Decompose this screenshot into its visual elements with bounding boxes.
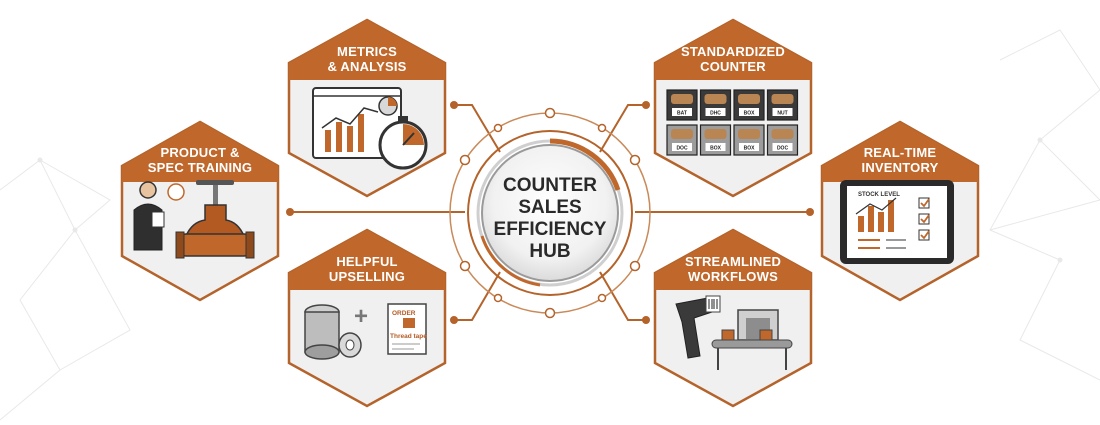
bin-parts [738, 94, 760, 104]
node-title-line: HELPFUL [336, 254, 398, 269]
bin-label-plate [772, 108, 793, 116]
node-title-standardized: STANDARDIZED COUNTER [663, 44, 803, 74]
node-title-line: PRODUCT & [160, 145, 240, 160]
hex-card-workflows [653, 228, 813, 408]
trainer-icon [133, 181, 185, 251]
bin-label: BOX [710, 146, 722, 152]
bin-parts [704, 129, 727, 139]
bin-label-plate [705, 108, 726, 116]
connector-dots [286, 101, 814, 324]
node-title-line: METRICS [337, 44, 397, 59]
conveyor-icon [711, 309, 793, 370]
bin-label: NUT [777, 111, 787, 117]
hub-title: COUNTER SALES EFFICIENCY HUB [480, 175, 620, 263]
order-header: ORDER [392, 310, 416, 317]
hex-card-upselling: + ORDER Thread tape [287, 228, 447, 408]
background-network [0, 29, 1100, 421]
bin-label-plate [672, 143, 692, 151]
bin-label: BOX [744, 146, 756, 152]
parts-bins-icon: BAT DHC BOX NUT DOC BOX BOX DOC [666, 89, 799, 156]
bin-label: BAT [677, 111, 687, 117]
node-title-line: & ANALYSIS [327, 59, 407, 74]
hub-ring-nodes [459, 107, 641, 319]
node-title-upselling: HELPFUL UPSELLING [307, 254, 427, 284]
hub-title-line: EFFICIENCY [493, 219, 607, 240]
node-title-line: UPSELLING [328, 269, 406, 284]
barcode-scanner-icon [675, 295, 721, 359]
tablet-icon: STOCK LEVEL [840, 180, 954, 264]
bin-parts [671, 129, 693, 139]
bin-parts [671, 94, 693, 104]
bin-label-plate [739, 108, 759, 116]
connector-lines [288, 104, 812, 321]
hex-card-inventory: STOCK LEVEL [820, 120, 980, 302]
bin-label: DHC [710, 111, 721, 117]
bin-label: DOC [676, 146, 688, 152]
node-title-line: SPEC TRAINING [147, 160, 253, 175]
node-title-training: PRODUCT & SPEC TRAINING [130, 145, 270, 175]
bin-label: BOX [744, 111, 756, 117]
bin-parts [704, 94, 727, 104]
tape-roll-icon [304, 304, 362, 360]
bin-label-plate [772, 143, 793, 151]
hex-card-training [120, 120, 280, 302]
node-title-line: COUNTER [700, 59, 766, 74]
hub-circle [481, 144, 619, 282]
bin-parts [738, 129, 760, 139]
bin-label: DOC [777, 146, 789, 152]
node-title-inventory: REAL-TIME INVENTORY [830, 145, 970, 175]
bin-label-plate [672, 108, 692, 116]
hex-card-metrics [287, 18, 447, 198]
stopwatch-icon [378, 116, 428, 170]
order-item: Thread tape [390, 333, 427, 340]
node-title-line: REAL-TIME [863, 145, 937, 160]
node-title-line: INVENTORY [861, 160, 939, 175]
bin-label-plate [705, 143, 726, 151]
bin-parts [771, 129, 794, 139]
node-title-line: STREAMLINED [684, 254, 782, 269]
node-title-metrics: METRICS & ANALYSIS [307, 44, 427, 74]
node-title-workflows: STREAMLINED WORKFLOWS [663, 254, 803, 284]
bin-label-plate [739, 143, 759, 151]
tablet-title: STOCK LEVEL [858, 192, 900, 198]
hub-title-line: SALES [518, 197, 582, 218]
plus-icon: + [354, 303, 368, 330]
bin-parts [771, 94, 794, 104]
hub-title-line: COUNTER [503, 175, 597, 196]
hex-card-standardized: BAT DHC BOX NUT DOC BOX BOX DOC [653, 18, 813, 198]
node-title-line: WORKFLOWS [688, 269, 778, 284]
hub-title-line: HUB [529, 241, 571, 262]
valve-icon [175, 180, 255, 259]
node-title-line: STANDARDIZED [681, 44, 785, 59]
order-sheet-icon: ORDER Thread tape [387, 303, 427, 355]
